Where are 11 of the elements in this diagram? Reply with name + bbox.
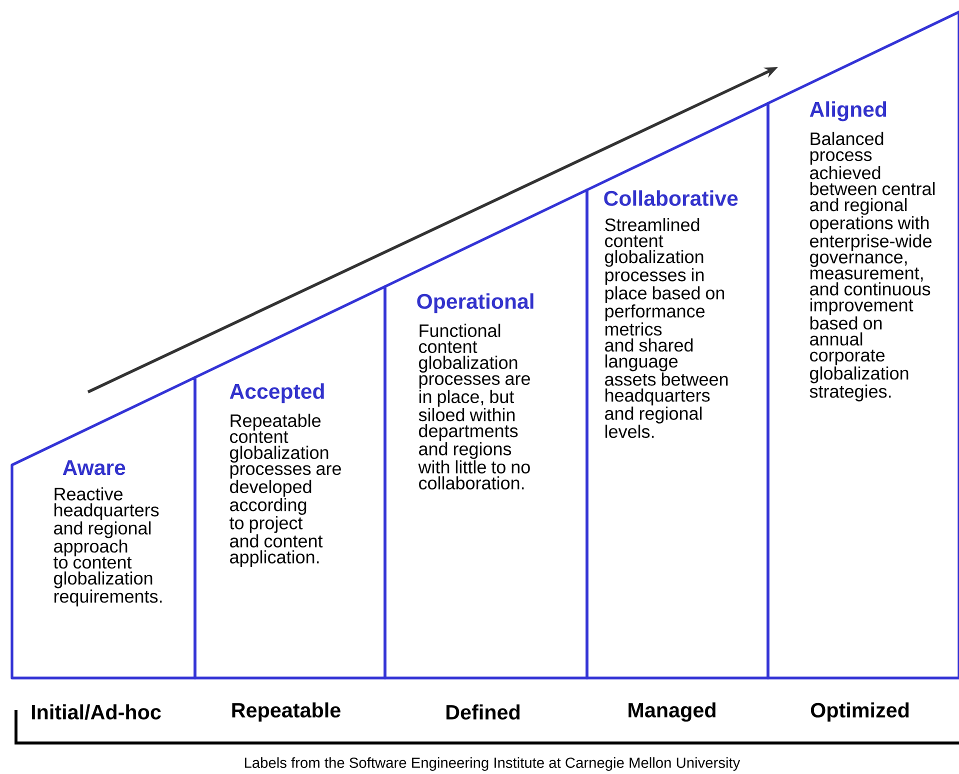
- stage-label: Repeatable: [232, 702, 340, 722]
- stage-column: Accepted Repeatable content globalization processes are developed according to project and content application.: [194, 285, 386, 680]
- stage-column: Operational Functional content globalization processes are in place, but siloed within departments and regions with little to no collaboration.: [384, 188, 588, 680]
- stage-column: Aware Reactive headquarters and regional approach to content globalization requirements.: [10, 376, 196, 680]
- stage-label: Defined: [446, 704, 520, 720]
- caption: Labels from the Software Engineering Institute at Carnegie Mellon University: [244, 757, 740, 771]
- stage-label: Managed: [628, 702, 716, 722]
- stage-column: Collaborative Streamlined content globalization processes in place based on performance metrics and shared language assets between headquarters and regional levels.: [586, 102, 770, 680]
- stage-label: Optimized: [810, 702, 909, 722]
- stage-label: Initial/Ad-hoc: [32, 704, 161, 720]
- stage-column: Aligned Balanced process achieved between central and regional operations with enterprise-wide governance, measurement, and continuous improvement based on annual corporate globalization strategies.: [766, 10, 959, 680]
